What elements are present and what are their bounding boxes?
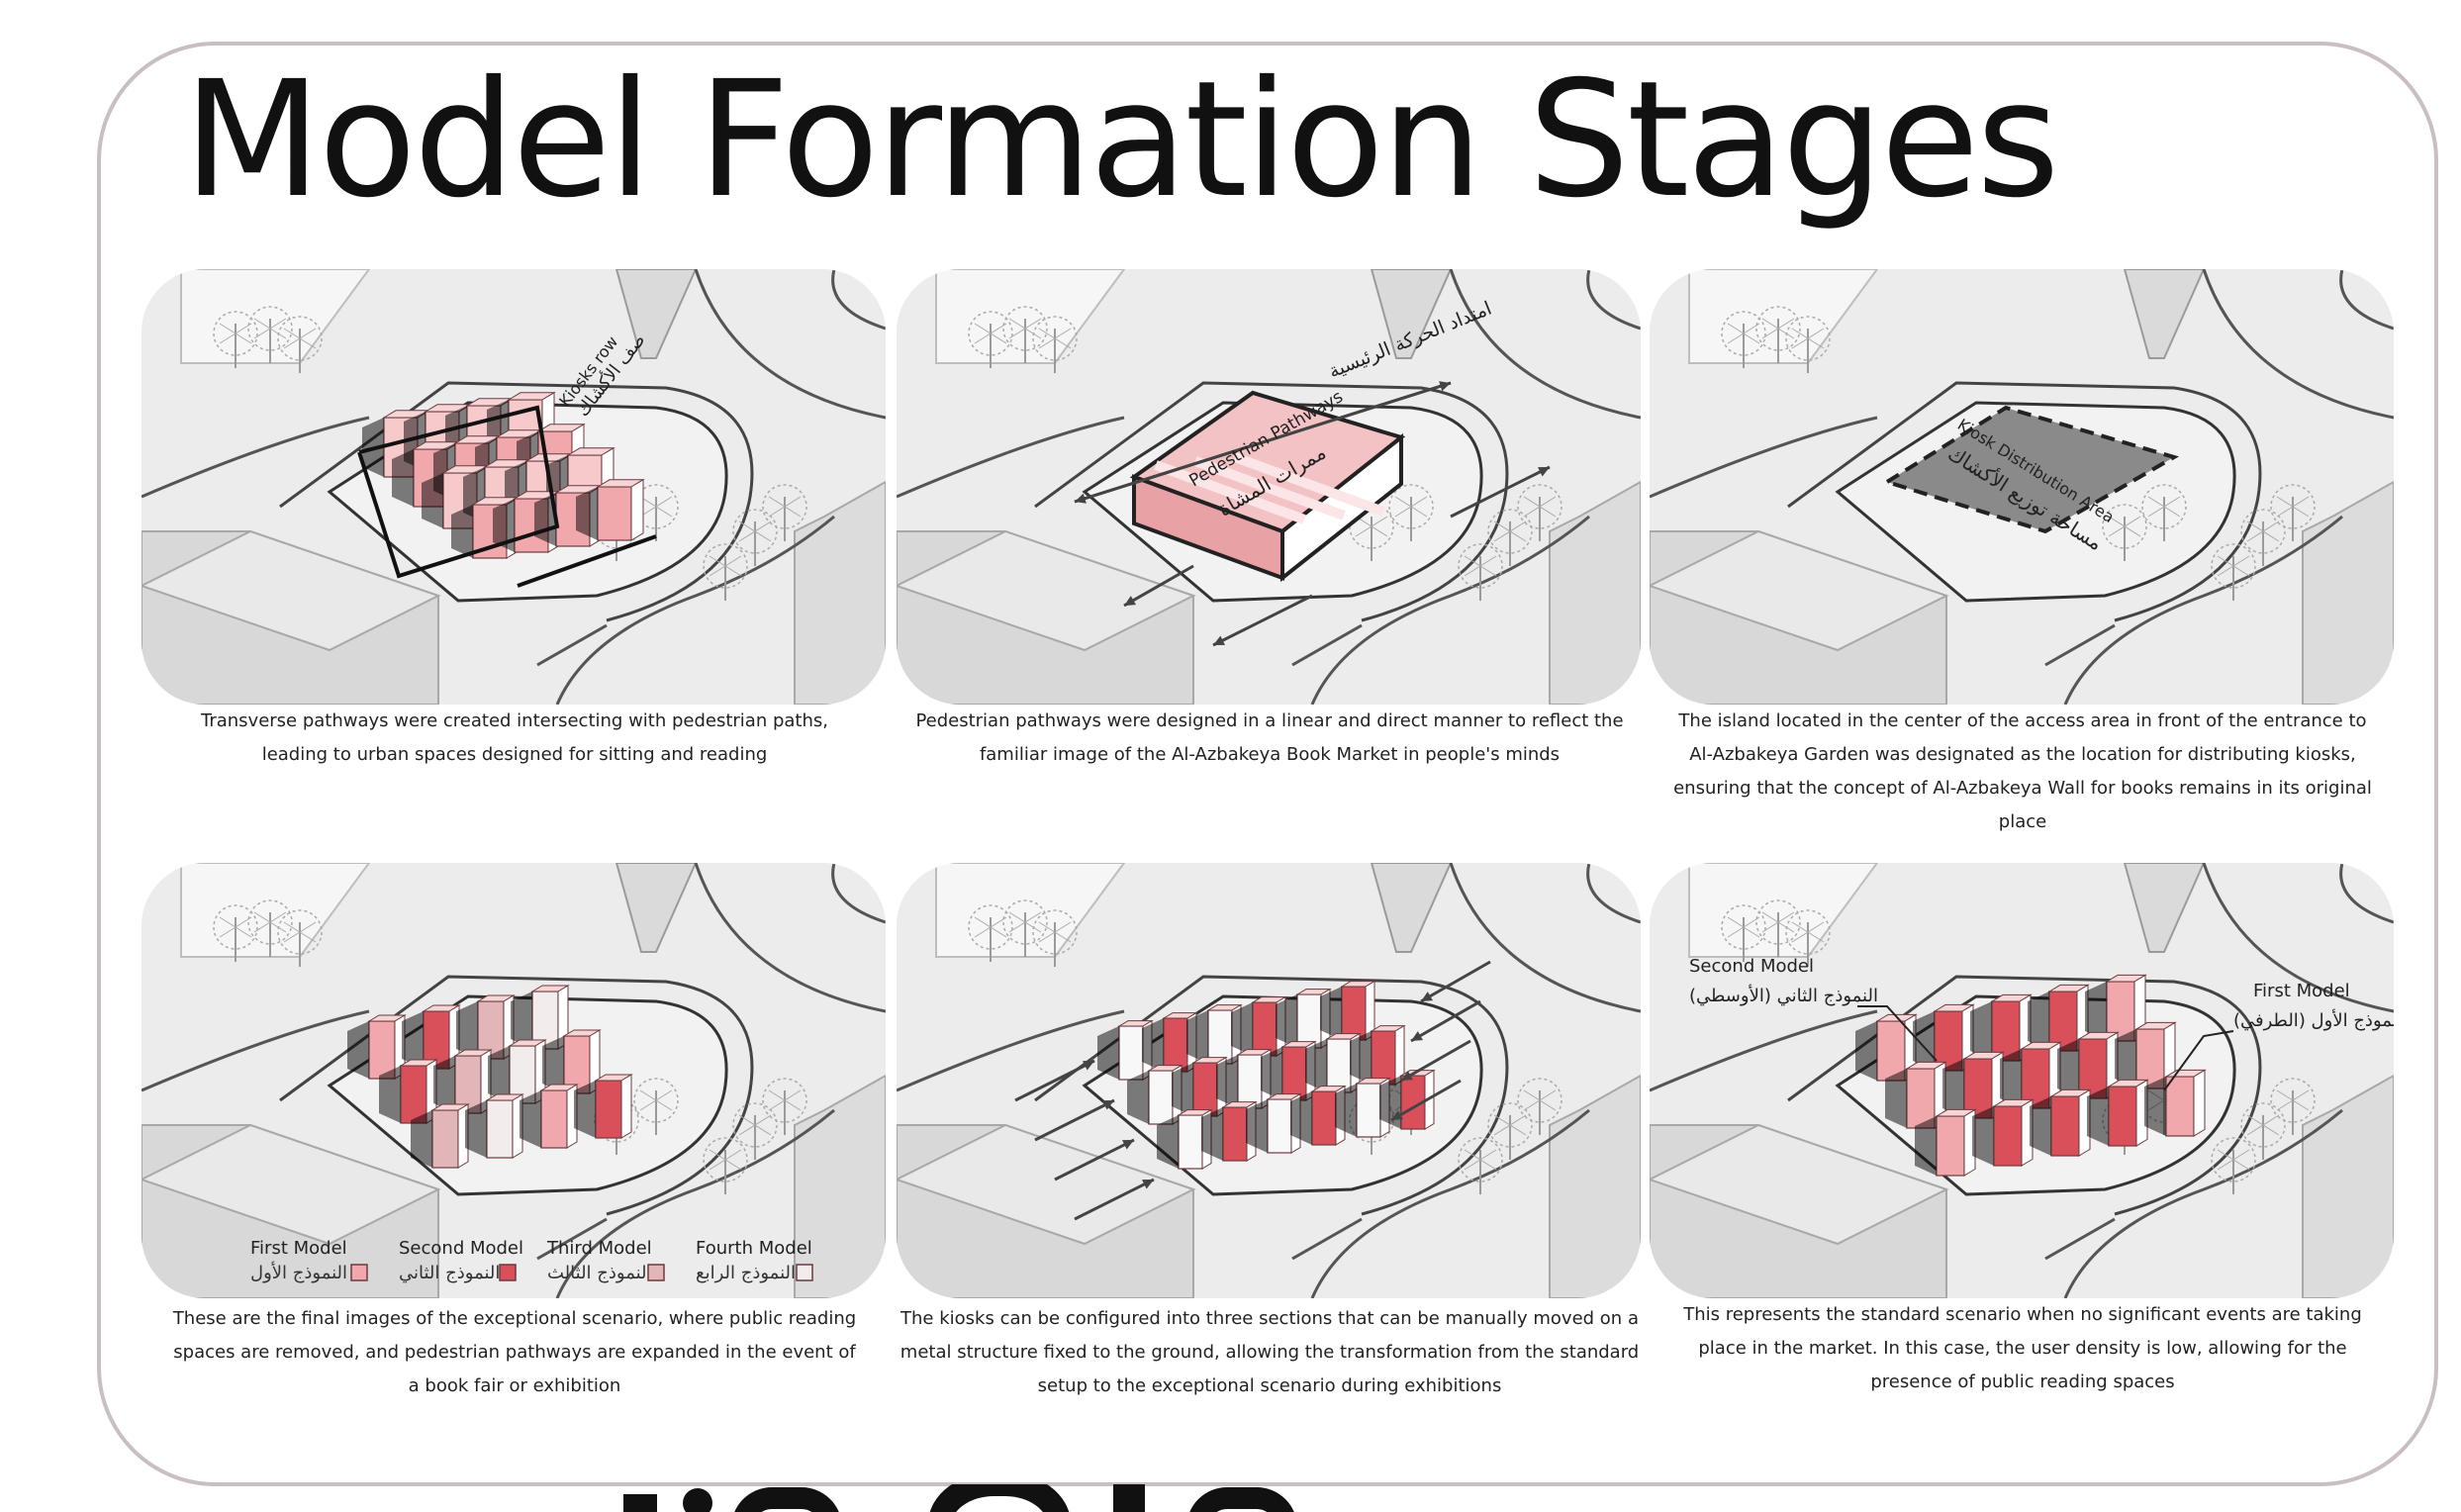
kiosk-shadow: [2087, 1087, 2109, 1146]
caption-line: presence of public reading spaces: [1602, 1366, 2443, 1399]
legend-swatch: [797, 1265, 812, 1280]
kiosk-face: [1372, 1031, 1395, 1085]
stage-4-illustration-svg: Fourth Model النموذج الرابع Third Model الن…: [142, 863, 886, 1298]
kiosk-face: [1994, 1106, 2022, 1166]
kiosk-face: [2109, 1087, 2136, 1146]
stage-2-illustration: Pedestrian Pathwaysممرات المشاةامتداد ال…: [897, 269, 1641, 705]
legend-label-ar: النموذج الرابع: [696, 1263, 796, 1283]
kiosk-face: [2051, 1096, 2079, 1156]
stage-6-illustration-svg: Second Model النموذج الثاني (الأوسطي) Firs…: [1650, 863, 2394, 1298]
kiosk-side: [631, 480, 643, 540]
kiosk-shadow: [1972, 1106, 1994, 1166]
stage-6-label-first-ar: النموذج الأول (الطرفي): [2233, 1009, 2394, 1031]
stage-4-caption: These are the final images of the except…: [94, 1302, 935, 1403]
stage-2-caption: Pedestrian pathways were designed in a l…: [849, 705, 1690, 772]
stage-6-caption: This represents the standard scenario wh…: [1602, 1298, 2443, 1399]
legend-swatch: [351, 1265, 367, 1280]
kiosk-face: [1312, 1091, 1336, 1145]
stage-3-caption: The island located in the center of the …: [1602, 705, 2443, 839]
kiosk-face: [432, 1110, 458, 1168]
legend-label-en: First Model: [250, 1238, 347, 1259]
kiosk-side: [621, 1075, 631, 1138]
kiosk-face: [369, 1021, 395, 1079]
stage-4-illustration: Fourth Model النموذج الرابع Third Model الن…: [142, 863, 886, 1298]
caption-line: Transverse pathways were created interse…: [94, 705, 935, 738]
kiosk-face: [1327, 1039, 1351, 1092]
kiosk-side: [2194, 1070, 2205, 1136]
caption-line: Al-Azbakeya Garden was designated as the…: [1602, 738, 2443, 772]
kiosk-face: [596, 1081, 621, 1138]
stage-1-illustration-svg: Kiosks rowصف الأكشاك: [142, 269, 886, 705]
kiosk-shadow: [379, 1066, 401, 1123]
kiosk-shadow: [2030, 1096, 2051, 1156]
caption-line: These are the final images of the except…: [94, 1302, 935, 1336]
kiosk-face: [541, 1090, 567, 1148]
legend-label-ar: النموذج الثاني: [399, 1263, 500, 1283]
kiosk-face: [1282, 1047, 1306, 1100]
kiosk-face: [1119, 1026, 1143, 1080]
kiosk-shadow: [1885, 1069, 1907, 1128]
kiosk-face: [2166, 1077, 2194, 1136]
caption-line: spaces are removed, and pedestrian pathw…: [94, 1336, 935, 1370]
kiosk-face: [1179, 1115, 1202, 1169]
kiosk-face: [1342, 987, 1366, 1040]
kiosk-face: [1937, 1116, 1964, 1176]
kiosk-face: [1208, 1010, 1232, 1064]
page-title: Model Formation Stages: [183, 51, 2057, 231]
stage-3-illustration: Kiosk Distribution Areaمساحة توزيع الأكش…: [1650, 269, 2394, 705]
caption-line: metal structure fixed to the ground, all…: [849, 1336, 1690, 1370]
kiosk-shadow: [1855, 1021, 1877, 1081]
kiosk-face: [1164, 1018, 1187, 1072]
caption-line: leading to urban spaces designed for sit…: [94, 738, 935, 772]
legend-swatch: [500, 1265, 516, 1280]
kiosk-face: [1238, 1055, 1262, 1108]
kiosk-face: [1357, 1084, 1380, 1137]
stage-1-caption: Transverse pathways were created interse…: [94, 705, 935, 772]
stage-2-illustration-svg: Pedestrian Pathwaysممرات المشاةامتداد ال…: [897, 269, 1641, 705]
caption-line: familiar image of the Al-Azbakeya Book M…: [849, 738, 1690, 772]
kiosk-shadow: [574, 1081, 596, 1138]
legend-swatch: [648, 1265, 664, 1280]
kiosk-face: [1223, 1107, 1247, 1161]
caption-line: ensuring that the concept of Al-Azbakeya…: [1602, 772, 2443, 805]
caption-line: a book fair or exhibition: [94, 1370, 935, 1403]
legend-label-en: Third Model: [546, 1238, 652, 1259]
caption-line: place: [1602, 805, 2443, 839]
legend-label-en: Fourth Model: [696, 1238, 812, 1259]
caption-line: place in the market. In this case, the u…: [1602, 1332, 2443, 1366]
kiosk-shadow: [520, 1090, 541, 1148]
kiosk-shadow: [465, 1100, 487, 1158]
stage-1-illustration: Kiosks rowصف الأكشاك: [142, 269, 886, 705]
legend-label-ar: النموذج الأول: [250, 1262, 347, 1283]
kiosk-face: [1193, 1063, 1217, 1116]
kiosk-face: [401, 1066, 426, 1123]
legend-label-en: Second Model: [399, 1238, 523, 1259]
kiosk-face: [1253, 1002, 1277, 1056]
stage-6-label-second-ar: النموذج الثاني (الأوسطي): [1689, 985, 1878, 1006]
legend-label-ar: النموذج الثالث: [547, 1263, 652, 1283]
stage-5-caption: The kiosks can be configured into three …: [849, 1302, 1690, 1403]
stage-6-label-first-en: First Model: [2253, 981, 2350, 1001]
kiosk-shadow: [1915, 1116, 1937, 1176]
stage-5-illustration: [897, 863, 1641, 1298]
kiosk-shadow: [411, 1110, 432, 1168]
stage-6-label-second-en: Second Model: [1689, 956, 1814, 977]
caption-line: The island located in the center of the …: [1602, 705, 2443, 738]
caption-line: Pedestrian pathways were designed in a l…: [849, 705, 1690, 738]
caption-line: setup to the exceptional scenario during…: [849, 1370, 1690, 1403]
caption-line: This represents the standard scenario wh…: [1602, 1298, 2443, 1332]
kiosk-shadow: [2144, 1077, 2166, 1136]
kiosk-shadow: [347, 1021, 369, 1079]
kiosk-face: [598, 487, 631, 540]
stage-6-illustration: Second Model النموذج الثاني (الأوسطي) Firs…: [1650, 863, 2394, 1298]
caption-line: The kiosks can be configured into three …: [849, 1302, 1690, 1336]
kiosk-face: [1149, 1071, 1173, 1124]
cropped-heading-fragment: [614, 1484, 1366, 1512]
kiosk-face: [1268, 1099, 1291, 1153]
kiosk-face: [487, 1100, 513, 1158]
stage-5-illustration-svg: [897, 863, 1641, 1298]
kiosk-shadow: [392, 449, 414, 507]
kiosk-face: [1297, 994, 1321, 1048]
